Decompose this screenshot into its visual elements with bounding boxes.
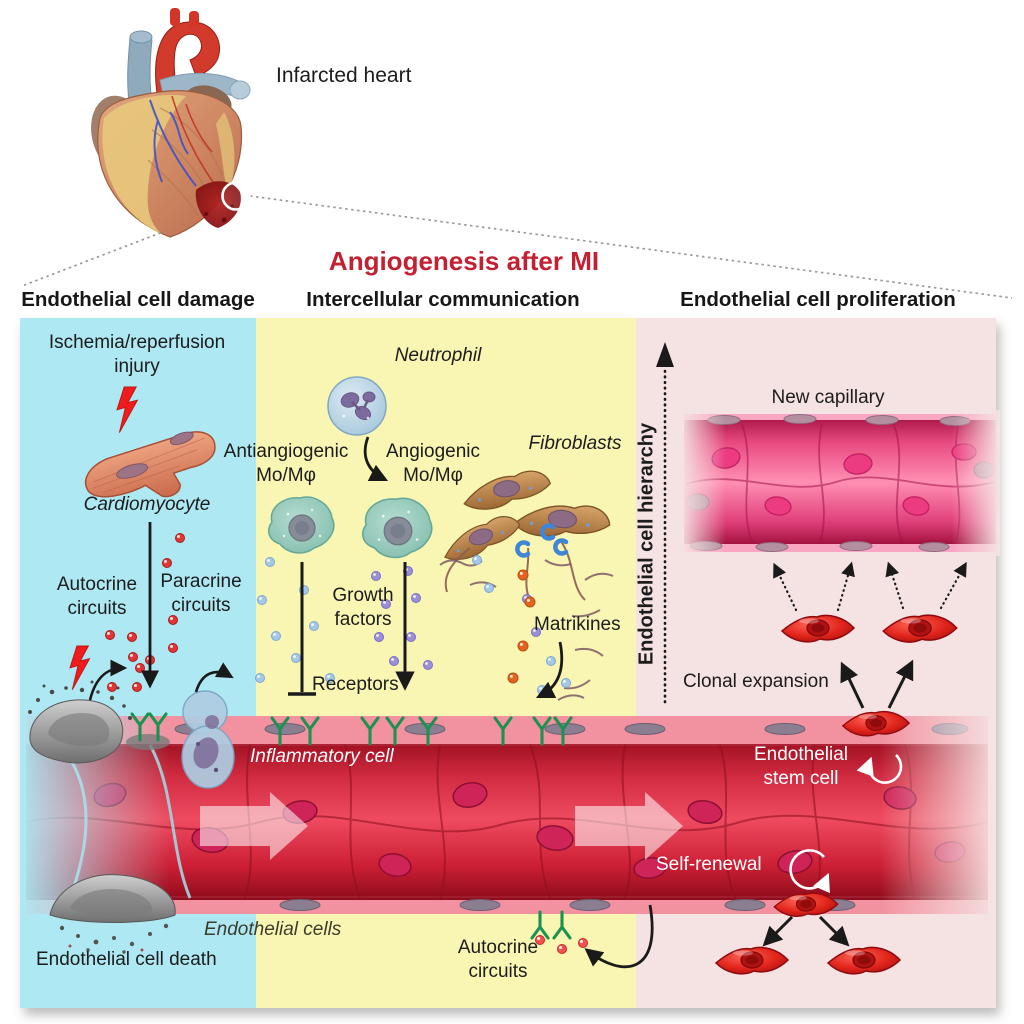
dying-cell-top: [28, 680, 132, 764]
damage-arrows: [88, 522, 234, 701]
column-header-damage: Endothelial cell damage: [21, 288, 255, 311]
endothelial-cells-label: Endothelial cells: [204, 919, 342, 940]
endothelial-cell-hierarchy-label: Endothelial cell hierarchy: [635, 422, 658, 666]
cardiomyocyte-illustration: [84, 431, 216, 498]
progenitor-to-capillary-arrows: [773, 561, 967, 612]
endothelial-stem-cell-label: Endothelial stem cell: [753, 744, 849, 789]
receptors-label: Receptors: [312, 674, 399, 695]
paracrine-circuits-label: Paracrine circuits: [160, 571, 242, 616]
growth-factors-label: Growth factors: [332, 585, 394, 630]
fibroblasts-illustration: [437, 467, 614, 701]
angiogenic-macrophage-illustration: [361, 497, 433, 559]
angiogenic-label: Angiogenic Mo/Mφ: [385, 441, 481, 486]
cardiomyocyte-label: Cardiomyocyte: [83, 494, 211, 515]
column-header-communication: Intercellular communication: [306, 288, 580, 311]
neutrophil-illustration: [327, 376, 387, 436]
lightning-bolt-icon: [116, 386, 138, 434]
matrikines-label: Matrikines: [534, 614, 621, 635]
antiangiogenic-label: Antiangiogenic Mo/Mφ: [223, 441, 349, 486]
lightning-bolt-icon: [69, 645, 91, 691]
antiangiogenic-macrophage-illustration: [267, 496, 335, 554]
new-capillary-label: New capillary: [771, 387, 885, 408]
new-capillary-illustration: [680, 410, 1000, 556]
blood-flow-arrow: [200, 792, 683, 860]
mmp-enzyme-icons: [515, 523, 569, 558]
ischemia-reperfusion-label: Ischemia/reperfusion injury: [48, 332, 226, 377]
autocrine-circuits-bottom-label: Autocrine circuits: [457, 937, 539, 982]
fibroblasts-label: Fibroblasts: [528, 433, 622, 454]
hierarchy-arrow: [656, 342, 674, 704]
infarcted-heart-label: Infarcted heart: [276, 64, 412, 87]
neutrophil-label: Neutrophil: [394, 345, 482, 366]
clonal-expansion-arrows: [840, 659, 914, 709]
figure-title: Angiogenesis after MI: [328, 246, 600, 276]
self-renewal-arrows: [789, 754, 903, 894]
inflammatory-cell-illustration: [181, 690, 235, 789]
stem-cell-division-arrows: [762, 915, 850, 947]
autocrine-circuits-label: Autocrine circuits: [56, 574, 138, 619]
infarcted-heart-illustration: [91, 8, 251, 238]
endothelial-cell-death-label: Endothelial cell death: [36, 949, 217, 970]
dying-cell-bottom: [49, 874, 176, 954]
column-header-proliferation: Endothelial cell proliferation: [680, 288, 956, 311]
self-renewal-label: Self-renewal: [656, 854, 762, 875]
communication-arrows: [288, 436, 564, 699]
inflammatory-cell-label: Inflammatory cell: [250, 746, 394, 767]
clonal-expansion-label: Clonal expansion: [683, 671, 829, 692]
vessel-illustration: [20, 700, 996, 925]
autocrine-loop: [535, 904, 654, 969]
infarct-zoom-circle: [221, 181, 251, 211]
matrikine-dots: [507, 569, 536, 684]
receptor-icons: [126, 712, 573, 940]
